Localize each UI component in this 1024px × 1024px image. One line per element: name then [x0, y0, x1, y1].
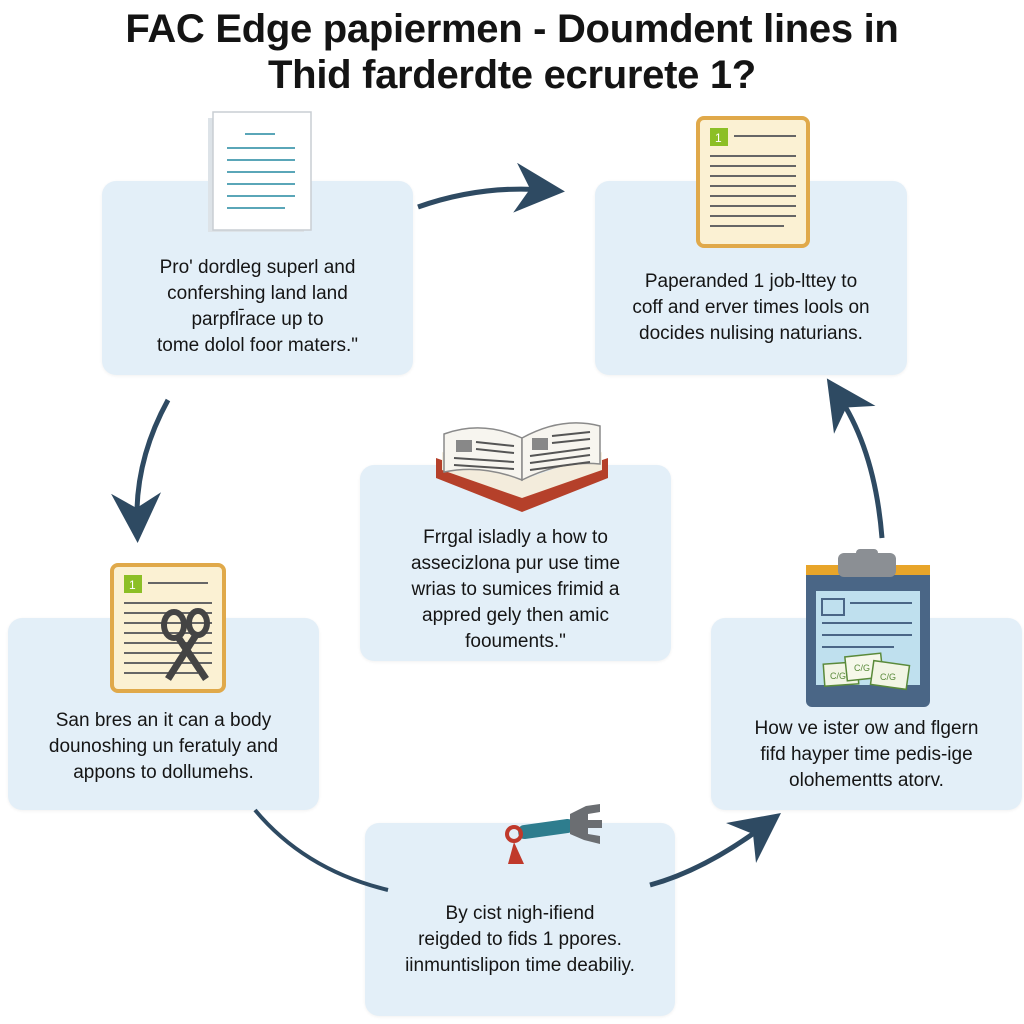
- badge-number: 1: [715, 131, 722, 145]
- diagram-title: FAC Edge papiermen - Doumdent lines in T…: [0, 6, 1024, 98]
- arrow-right: [826, 378, 885, 539]
- card-center-text: Frrgal isladly a how to assecizlona pur …: [360, 525, 671, 655]
- card-text-line: wrias to sumices frimid a: [411, 579, 620, 600]
- card-text-line: iinmuntislipon time deabiliy.: [405, 955, 635, 976]
- card-bottom-center-text: By cist nigh-ifiend reigded to fids 1 pp…: [365, 901, 675, 979]
- card-text-line: appred gely then amic: [422, 605, 609, 626]
- title-line-1: FAC Edge papiermen - Doumdent lines in: [125, 7, 899, 51]
- arrow-left: [111, 398, 171, 543]
- card-top-right: Paperanded 1 job-lttey to coff and erver…: [595, 181, 907, 375]
- badge-number: 1: [129, 578, 136, 592]
- card-bottom-center: By cist nigh-ifiend reigded to fids 1 pp…: [365, 823, 675, 1016]
- card-text-line: Frrgal isladly a how to: [423, 527, 608, 548]
- scissors-document-icon: 1: [110, 563, 226, 693]
- checklist-document-icon: 1: [696, 116, 810, 248]
- card-middle-left-text: San bres an it can a body dounoshing un …: [8, 708, 319, 786]
- card-text-line: fifd hayper time pedis-ige: [760, 744, 973, 765]
- card-text-line: docides nulising naturians.: [639, 323, 863, 344]
- card-text-line: dounoshing un feratuly and: [48, 736, 279, 757]
- card-top-left-text: Pro' dordleg superl and confershing land…: [102, 255, 413, 359]
- card-text-line: reigded to fids 1 ppores.: [418, 929, 622, 950]
- card-text-line: By cist nigh-ifiend: [445, 903, 595, 924]
- wrench-tool-icon: [505, 804, 602, 864]
- card-text-line: coff and erver times lools on: [632, 297, 870, 318]
- card-text-line: assecizlona pur use time: [410, 553, 621, 574]
- card-middle-right-text: How ve ister ow and flgern fifd hayper t…: [711, 716, 1022, 794]
- clipboard-icon: C/G C/G C/G: [806, 549, 930, 707]
- card-text-line: San bres an it can a body: [55, 710, 272, 731]
- card-top-right-text: Paperanded 1 job-lttey to coff and erver…: [595, 269, 907, 347]
- card-text-line: foouments.": [465, 631, 566, 652]
- card-text-line: confershing land land: [167, 283, 348, 304]
- ticket-label: C/G: [880, 672, 896, 682]
- card-text-line: Pro' dordleg superl and: [159, 257, 356, 278]
- ticket-label: C/G: [854, 663, 870, 673]
- card-text-line: olohementts atorv.: [789, 770, 944, 791]
- title-line-2: Thid farderdte ecrurete 1?: [268, 53, 756, 97]
- card-text-line: Paperanded 1 job-lttey to: [644, 271, 858, 292]
- scissors-icon: [161, 608, 210, 681]
- ticket-cards-icon: C/G C/G C/G: [822, 652, 911, 691]
- document-icon: [208, 111, 312, 232]
- card-text-line: tome dolol foor maters.": [156, 335, 359, 356]
- ticket-label: C/G: [830, 671, 846, 681]
- arrow-top: [417, 162, 565, 213]
- card-text-line: How ve ister ow and flgern: [754, 718, 979, 739]
- card-text-line: parpflr̄ace up to: [191, 309, 324, 330]
- card-text-line: appons to dollumehs.: [73, 762, 254, 783]
- open-book-icon: [436, 422, 608, 512]
